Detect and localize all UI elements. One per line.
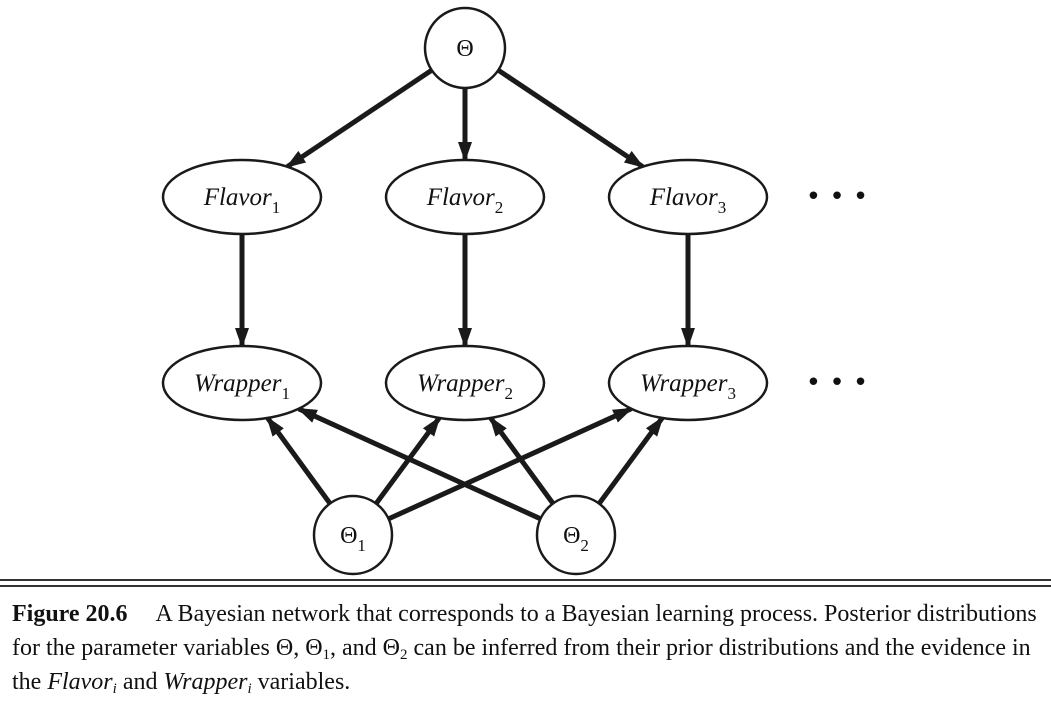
node-theta2-shape xyxy=(535,494,617,576)
node-flavor1-label: Flavor1 xyxy=(203,184,281,217)
caption-rule-bottom xyxy=(0,585,1051,587)
edge-theta1-to-wrapper1 xyxy=(265,416,333,505)
caption-text-3: can be inferred from their prior distrib… xyxy=(12,635,1031,695)
edge-theta2-to-wrapper2 xyxy=(488,416,556,505)
caption-sub-2: 2 xyxy=(400,647,408,663)
caption-text-5: variables. xyxy=(251,669,351,695)
node-flavor3: Flavor3 xyxy=(607,158,769,236)
caption-label: Figure 20.6 xyxy=(12,601,128,627)
caption-text-4: and xyxy=(116,669,164,695)
ellipsis-layer: • • • • • • xyxy=(806,182,869,398)
node-wrapper3-shape xyxy=(607,344,769,422)
caption-var-flavor: Flavor xyxy=(47,669,113,695)
node-flavor2-label: Flavor2 xyxy=(426,184,504,217)
node-wrapper2-shape xyxy=(384,344,546,422)
node-wrapper2-label: Wrapper2 xyxy=(417,370,513,403)
node-wrapper1-shape xyxy=(161,344,323,422)
node-flavor2: Flavor2 xyxy=(384,158,546,236)
caption-var-wrapper-sub: i xyxy=(247,681,252,697)
node-theta1-label: Θ1 xyxy=(340,523,366,555)
ellipsis-wrapper: • • • xyxy=(806,368,869,398)
edge-theta2-to-wrapper3 xyxy=(597,416,665,506)
node-theta: Θ xyxy=(423,6,507,90)
node-flavor1: Flavor1 xyxy=(161,158,323,236)
node-theta1-shape xyxy=(312,494,394,576)
node-theta2: Θ2 xyxy=(535,494,617,576)
node-flavor3-shape xyxy=(607,158,769,236)
ellipsis-flavor: • • • xyxy=(806,182,869,212)
edge-theta-to-flavor1 xyxy=(285,68,434,169)
node-theta-shape xyxy=(423,6,507,90)
edges-layer xyxy=(235,68,695,522)
node-wrapper3-label: Wrapper3 xyxy=(640,370,736,403)
edge-theta2-to-wrapper1 xyxy=(296,406,542,522)
node-wrapper1: Wrapper1 xyxy=(161,344,323,422)
edge-theta1-to-wrapper3 xyxy=(387,406,634,522)
node-flavor2-shape xyxy=(384,158,546,236)
node-theta1: Θ1 xyxy=(312,494,394,576)
caption-sub-1: 1 xyxy=(322,647,331,663)
node-theta-label: Θ xyxy=(456,36,473,62)
caption-var-wrapper: Wrapper xyxy=(163,669,248,695)
node-wrapper1-label: Wrapper1 xyxy=(194,370,290,403)
caption-text-2: , and Θ xyxy=(330,635,401,661)
node-flavor3-label: Flavor3 xyxy=(649,184,727,217)
node-wrapper2: Wrapper2 xyxy=(384,344,546,422)
caption-rule-top xyxy=(0,579,1051,581)
node-theta2-label: Θ2 xyxy=(563,523,589,555)
caption-text-1: A Bayesian network that corresponds to a… xyxy=(12,601,1037,661)
node-flavor1-shape xyxy=(161,158,323,236)
caption-var-flavor-sub: i xyxy=(112,681,117,697)
node-wrapper3: Wrapper3 xyxy=(607,344,769,422)
edge-theta-to-flavor3 xyxy=(496,68,645,169)
